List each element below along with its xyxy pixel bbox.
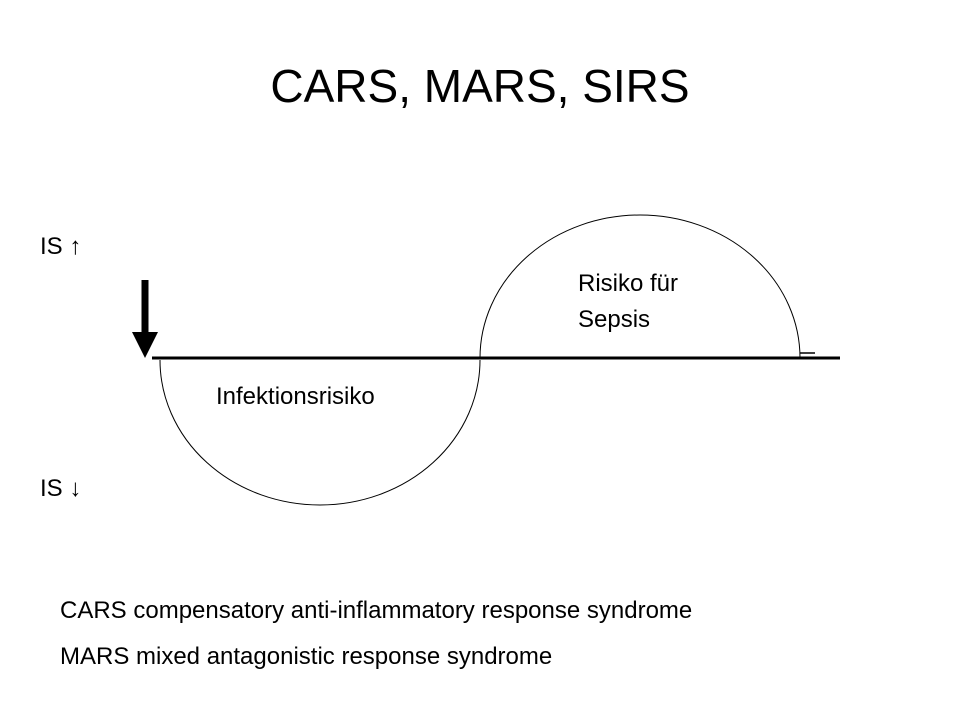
definition-mars: MARS mixed antagonistic response syndrom… [60, 643, 553, 670]
infection-risk-label: Infektionsrisiko [216, 383, 375, 410]
immune-status-down-label: IS ↓ [40, 475, 82, 502]
sepsis-risk-label: Risiko für Sepsis [578, 266, 678, 338]
definitions-list: CARS compensatory anti-inflammatory resp… [60, 588, 692, 680]
sepsis-risk-line-2: Sepsis [578, 306, 651, 333]
down-arrow-icon [132, 280, 158, 358]
sepsis-risk-line-1: Risiko für [578, 270, 679, 297]
immune-status-up-label: IS ↑ [40, 233, 82, 260]
slide-title: CARS, MARS, SIRS [270, 60, 690, 112]
definition-cars: CARS compensatory anti-inflammatory resp… [60, 597, 693, 624]
infection-risk-curve [159, 359, 481, 506]
sepsis-risk-curve [479, 214, 801, 359]
